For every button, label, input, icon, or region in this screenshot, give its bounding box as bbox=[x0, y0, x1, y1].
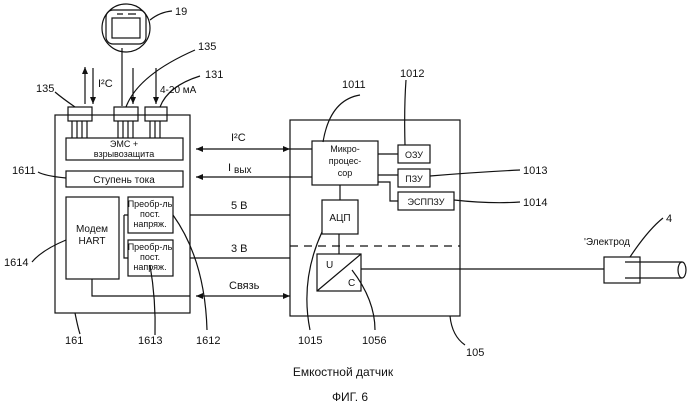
ref-1612: 1612 bbox=[196, 335, 220, 347]
right-unit bbox=[290, 120, 460, 316]
figure-label: ФИГ. 6 bbox=[332, 390, 368, 404]
iout-sub-label: вых bbox=[234, 165, 252, 176]
current-stage-label: Ступень тока bbox=[93, 175, 155, 186]
ref-1611: 1611 bbox=[12, 165, 36, 177]
ref-19: 19 bbox=[175, 6, 187, 18]
conv1-label-1: Преобр-ль bbox=[128, 199, 173, 209]
ref-135-left: 135 bbox=[36, 83, 54, 95]
ref-1015: 1015 bbox=[298, 335, 322, 347]
ref-1013: 1013 bbox=[523, 165, 547, 177]
ref-135-mid: 135 bbox=[198, 41, 216, 53]
connector-135-left bbox=[68, 107, 92, 121]
i2c-label: I²C bbox=[231, 132, 246, 144]
ref-1614: 1614 bbox=[4, 257, 28, 269]
eeprom-label: ЭСППЗУ bbox=[408, 197, 445, 207]
ref-1014: 1014 bbox=[523, 197, 547, 209]
connector-135-mid bbox=[114, 107, 138, 121]
emc-label-1: ЭМС + bbox=[110, 139, 138, 149]
conv2-label-1: Преобр-ль bbox=[128, 242, 173, 252]
ref-131: 131 bbox=[205, 69, 223, 81]
micro-label-1: Микро- bbox=[330, 144, 359, 154]
micro-label-3: сор bbox=[338, 168, 353, 178]
adc-label: АЦП bbox=[329, 213, 350, 224]
connector-131 bbox=[145, 107, 167, 121]
cv-u-label: U bbox=[326, 260, 333, 271]
cv-c-label: C bbox=[348, 278, 355, 289]
ref-1056: 1056 bbox=[362, 335, 386, 347]
link-label: Связь bbox=[229, 280, 260, 292]
modem-label-1: Модем bbox=[76, 224, 108, 235]
display-device bbox=[102, 4, 150, 52]
emc-label-2: взрывозащита bbox=[94, 149, 154, 159]
ref-105: 105 bbox=[466, 347, 484, 359]
figure-caption: Емкостной датчик bbox=[293, 365, 394, 379]
ref-1012: 1012 bbox=[400, 68, 424, 80]
micro-label-2: процес- bbox=[329, 156, 361, 166]
rom-label: ПЗУ bbox=[405, 174, 423, 184]
ref-161: 161 bbox=[65, 335, 83, 347]
top-i2c-label: I²C bbox=[98, 78, 113, 90]
conv1-label-3: напряж. bbox=[133, 219, 166, 229]
v5-label: 5 В bbox=[231, 200, 248, 212]
top-ma-label: 4-20 мА bbox=[160, 85, 197, 96]
conv2-label-3: напряж. bbox=[133, 262, 166, 272]
conv1-label-2: пост. bbox=[140, 209, 160, 219]
ref-1613: 1613 bbox=[138, 335, 162, 347]
ref-4: 4 bbox=[666, 213, 672, 225]
ref-1011: 1011 bbox=[342, 79, 366, 91]
conv2-label-2: пост. bbox=[140, 252, 160, 262]
electrode-box bbox=[604, 257, 640, 283]
v3-label: 3 В bbox=[231, 243, 248, 255]
electrode-label: 'Электрод bbox=[584, 237, 630, 248]
ram-label: ОЗУ bbox=[405, 150, 423, 160]
iout-label: I bbox=[228, 162, 231, 174]
modem-label-2: HART bbox=[78, 236, 105, 247]
